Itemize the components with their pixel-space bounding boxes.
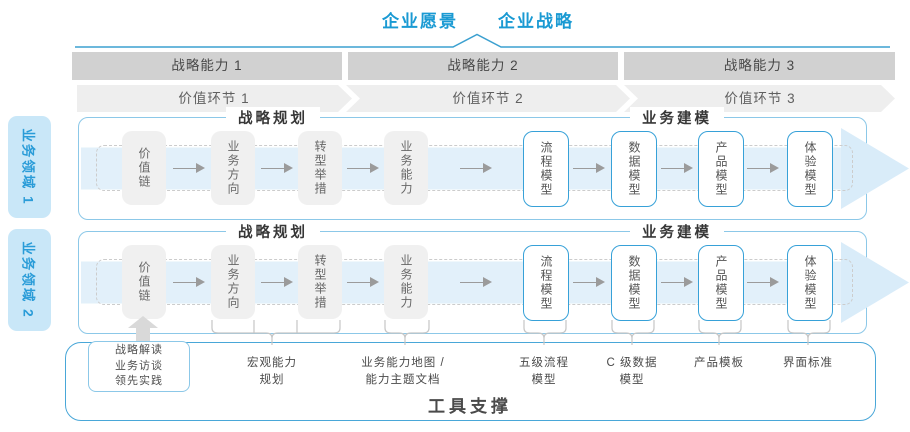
domain-label-2-text: 业务领域 2 bbox=[20, 241, 36, 319]
dashed-pipeline bbox=[96, 145, 853, 191]
transformation-box: 转型举措 bbox=[298, 131, 342, 205]
business-capability-box: 业务能力 bbox=[384, 131, 428, 205]
process-model-label: 流程模型 bbox=[539, 255, 553, 311]
process-model-annotation: 五级流程 模型 bbox=[519, 355, 569, 388]
flow-arrow-icon bbox=[173, 163, 205, 174]
flow-arrow-icon bbox=[460, 277, 492, 288]
experience-model-label: 体验模型 bbox=[803, 255, 817, 311]
strategy-reading-label: 战略解读 bbox=[115, 344, 163, 357]
business-direction-box: 业务方向 bbox=[211, 245, 255, 319]
capability-map-line-2: 能力主题文档 bbox=[365, 373, 441, 386]
data-model-box: 数据模型 bbox=[611, 245, 657, 321]
planning-header: 战略规划 bbox=[226, 107, 320, 128]
transformation-box: 转型举措 bbox=[298, 245, 342, 319]
domain-label-1: 业务领域 1 bbox=[8, 116, 51, 218]
value-chain-box: 价值链 bbox=[122, 131, 166, 205]
flow-arrow-icon bbox=[573, 163, 605, 174]
product-model-box: 产品模型 bbox=[698, 245, 744, 321]
capability-map-annotation: 业务能力地图 / 能力主题文档 bbox=[361, 355, 444, 388]
transformation-label: 转型举措 bbox=[313, 140, 327, 196]
capability-bar-1: 战略能力 1 bbox=[72, 52, 342, 80]
diagram-title: 企业愿景 企业战略 bbox=[382, 7, 574, 32]
business-direction-label: 业务方向 bbox=[226, 254, 240, 310]
vision-bracket-line bbox=[75, 33, 890, 48]
capability-bar-2: 战略能力 2 bbox=[348, 52, 618, 80]
modeling-header: 业务建模 bbox=[630, 221, 724, 242]
macro-line-1: 宏观能力 bbox=[247, 357, 297, 369]
ui-standard-annotation: 界面标准 bbox=[783, 357, 833, 369]
process-line-2: 模型 bbox=[531, 373, 557, 386]
value-link-2: 价值环节 2 bbox=[452, 91, 524, 106]
value-chain-label: 价值链 bbox=[137, 261, 151, 303]
flow-arrow-icon bbox=[261, 277, 293, 288]
domain-label-1-text: 业务领域 1 bbox=[20, 128, 36, 206]
leading-practice-label: 领先实践 bbox=[115, 375, 163, 388]
data-line-2: 模型 bbox=[619, 373, 645, 386]
data-model-annotation: C 级数据 模型 bbox=[607, 355, 658, 388]
flow-arrow-icon bbox=[661, 163, 693, 174]
macro-capability-annotation: 宏观能力 规划 bbox=[247, 355, 297, 388]
product-model-label: 产品模型 bbox=[714, 255, 728, 311]
data-line-1: C 级数据 bbox=[606, 357, 658, 369]
product-template-annotation: 产品模板 bbox=[694, 357, 744, 369]
experience-model-box: 体验模型 bbox=[787, 245, 833, 321]
business-direction-label: 业务方向 bbox=[226, 140, 240, 196]
flow-arrow-icon bbox=[347, 277, 379, 288]
value-link-1: 价值环节 1 bbox=[178, 91, 250, 106]
flow-arrow-icon bbox=[460, 163, 492, 174]
tool-support-container bbox=[65, 342, 876, 421]
flow-arrow-icon bbox=[261, 163, 293, 174]
value-chain-box: 价值链 bbox=[122, 245, 166, 319]
flow-arrow-icon bbox=[573, 277, 605, 288]
strategy-title: 企业战略 bbox=[498, 12, 574, 31]
capability-map-line-1: 业务能力地图 / bbox=[361, 357, 445, 369]
experience-model-label: 体验模型 bbox=[803, 141, 817, 197]
business-capability-label: 业务能力 bbox=[399, 254, 413, 310]
macro-line-2: 规划 bbox=[259, 373, 285, 386]
flow-arrow-icon bbox=[661, 277, 693, 288]
modeling-header: 业务建模 bbox=[630, 107, 724, 128]
experience-model-box: 体验模型 bbox=[787, 131, 833, 207]
domain-row-1: 价值链 业务方向 转型举措 业务能力 流程模型 数据模型 产品模型 体验模型 战… bbox=[78, 107, 909, 220]
flow-arrow-icon bbox=[747, 277, 779, 288]
value-chain-label: 价值链 bbox=[137, 147, 151, 189]
domain-label-2: 业务领域 2 bbox=[8, 229, 51, 331]
product-model-box: 产品模型 bbox=[698, 131, 744, 207]
process-model-box: 流程模型 bbox=[523, 131, 569, 207]
business-direction-box: 业务方向 bbox=[211, 131, 255, 205]
business-capability-label: 业务能力 bbox=[399, 140, 413, 196]
product-model-label: 产品模型 bbox=[714, 141, 728, 197]
flow-arrow-icon bbox=[347, 163, 379, 174]
transformation-label: 转型举措 bbox=[313, 254, 327, 310]
process-model-label: 流程模型 bbox=[539, 141, 553, 197]
flow-arrow-icon bbox=[747, 163, 779, 174]
tool-support-label: 工具支撑 bbox=[428, 397, 512, 416]
business-capability-box: 业务能力 bbox=[384, 245, 428, 319]
capability-bar-3: 战略能力 3 bbox=[624, 52, 895, 80]
vision-title: 企业愿景 bbox=[382, 12, 458, 31]
value-link-chevron-band bbox=[77, 85, 895, 112]
flow-arrow-icon bbox=[173, 277, 205, 288]
value-link-3: 价值环节 3 bbox=[724, 91, 796, 106]
data-model-label: 数据模型 bbox=[627, 141, 641, 197]
planning-header: 战略规划 bbox=[226, 221, 320, 242]
process-model-box: 流程模型 bbox=[523, 245, 569, 321]
dashed-pipeline bbox=[96, 259, 853, 305]
data-model-label: 数据模型 bbox=[627, 255, 641, 311]
strategy-input-box: 战略解读 业务访谈 领先实践 bbox=[88, 341, 190, 392]
domain-row-2: 价值链 业务方向 转型举措 业务能力 流程模型 数据模型 产品模型 体验模型 战… bbox=[78, 221, 909, 334]
business-interview-label: 业务访谈 bbox=[115, 359, 163, 372]
process-line-1: 五级流程 bbox=[519, 357, 569, 369]
data-model-box: 数据模型 bbox=[611, 131, 657, 207]
